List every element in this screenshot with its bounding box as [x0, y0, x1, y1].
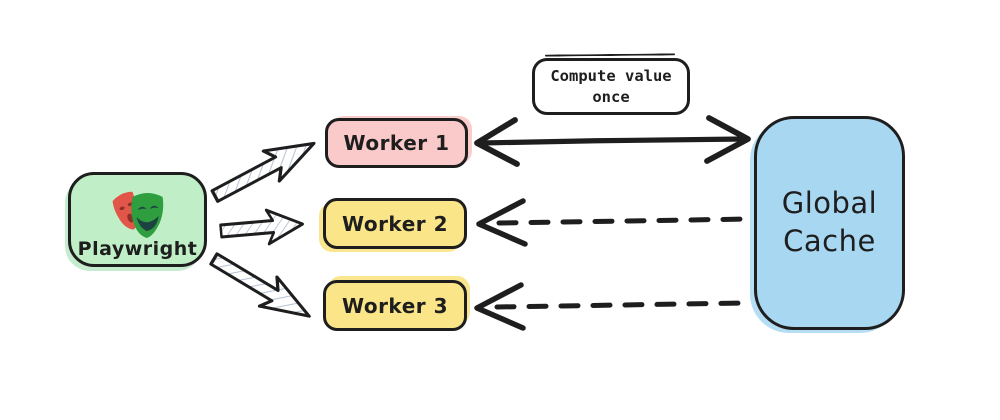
block-arrow-playwright-worker1 — [205, 126, 324, 213]
double-arrow-worker1-cache — [474, 115, 751, 167]
cache-label-line2: Cache — [783, 224, 876, 258]
playwright-masks-icon — [112, 191, 163, 238]
worker2-node: Worker 2 — [323, 198, 467, 249]
playwright-label: Playwright — [77, 238, 198, 260]
dashed-arrow-cache-worker2 — [476, 198, 754, 247]
annotation-line1: Compute value — [550, 67, 672, 86]
worker1-label: Worker 1 — [343, 131, 450, 155]
cache-label-line1: Global — [781, 186, 878, 221]
block-arrow-playwright-worker2 — [218, 205, 306, 250]
worker3-node: Worker 3 — [323, 280, 467, 331]
worker3-label: Worker 3 — [341, 293, 449, 318]
annotation-line2: once — [592, 87, 630, 106]
worker2-label: Worker 2 — [341, 211, 449, 236]
block-arrow-playwright-worker3 — [203, 242, 320, 333]
dashed-arrow-cache-worker3 — [474, 282, 749, 331]
worker1-node: Worker 1 — [325, 118, 468, 168]
playwright-node: Playwright — [68, 172, 207, 267]
compute-value-once-annotation: Compute value once — [532, 58, 690, 115]
global-cache-node: Global Cache — [754, 116, 905, 330]
